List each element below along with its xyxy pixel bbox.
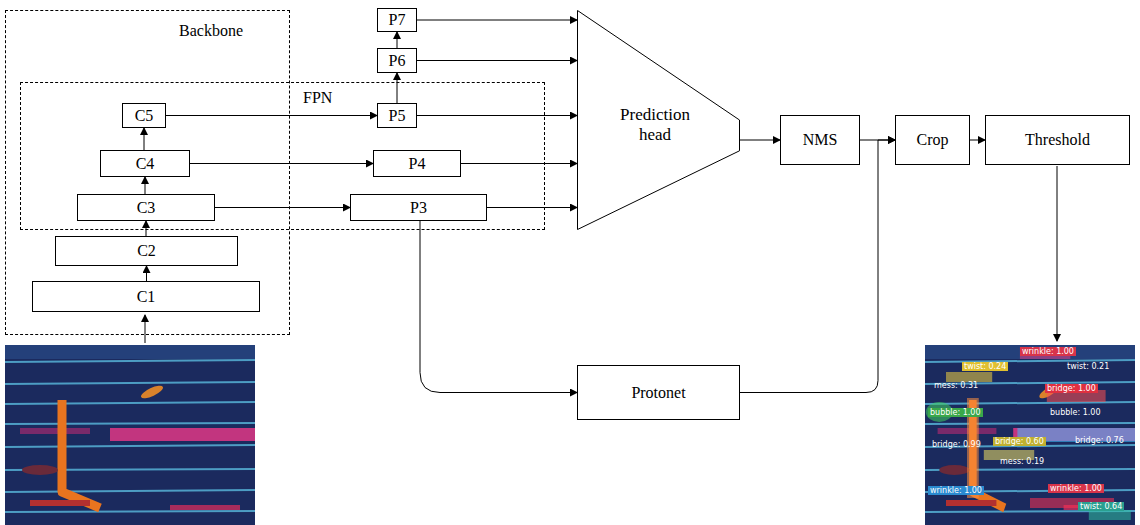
group-label: Backbone (179, 21, 243, 40)
input-image (5, 345, 255, 525)
output-image (925, 345, 1135, 525)
detection-tag: twist: 0.21 (1065, 362, 1111, 371)
detection-tag: wrinkle: 1.00 (1020, 347, 1076, 356)
output-arrow (1057, 166, 1058, 341)
connector-arrow (740, 140, 780, 141)
feature-box: C3 (77, 194, 215, 221)
box-label: C4 (136, 154, 155, 173)
instance-masks (926, 347, 1135, 520)
box-label: Threshold (1025, 130, 1090, 149)
box-label: Crop (917, 130, 949, 149)
box-label: C5 (135, 106, 154, 125)
detection-tag: bridge: 0.76 (1073, 436, 1126, 445)
prediction-head: Prediction head (577, 10, 740, 230)
trapezoid-shape (578, 11, 740, 230)
box-label: C1 (137, 287, 156, 306)
connector-arrow (146, 221, 147, 236)
box-label: P4 (409, 154, 426, 173)
feature-box: C1 (32, 281, 260, 312)
connector-arrow (417, 60, 577, 61)
detection-tag: bridge: 0.60 (993, 437, 1046, 446)
detection-tag: bridge: 0.99 (930, 440, 983, 449)
group-label: FPN (303, 88, 332, 107)
box-label: P6 (389, 51, 406, 70)
connector-arrow (144, 128, 145, 150)
detection-tag: twist: 0.24 (962, 362, 1008, 371)
connector-arrow (146, 266, 147, 281)
connector-arrow (417, 20, 577, 21)
detection-tag: mess: 0.31 (932, 381, 980, 390)
connector-arrow (740, 140, 895, 393)
detection-tag: mess: 0.19 (998, 457, 1046, 466)
pyramid-box: P4 (373, 150, 461, 177)
connector-arrow (190, 163, 373, 164)
connector-arrow (970, 140, 985, 141)
detection-tag: twist: 0.64 (1078, 502, 1124, 511)
connector-arrow (420, 221, 577, 393)
pyramid-box: P3 (350, 194, 487, 221)
pyramid-box: P5 (377, 103, 417, 128)
box-label: Protonet (631, 383, 685, 402)
connector-arrow (215, 207, 350, 208)
box-label: NMS (803, 130, 838, 149)
detection-tag: wrinkle: 1.00 (1048, 484, 1104, 493)
process-box: Protonet (577, 365, 740, 420)
head-label: Prediction head (609, 105, 701, 146)
feature-box: C4 (100, 150, 190, 177)
input-scene (5, 345, 255, 525)
box-label: C3 (137, 198, 156, 217)
connector-arrow (461, 163, 577, 164)
connector-arrow (487, 207, 577, 208)
feature-box: C2 (55, 236, 238, 266)
feature-box: C5 (122, 103, 166, 128)
fpn-group: FPN P5P4P3 (20, 82, 545, 230)
connector-arrow (166, 115, 377, 116)
connector-arrow (417, 115, 577, 116)
backbone-group: BackboneC5C4C3C2C1 (5, 10, 290, 335)
pyramid-box: P6 (377, 48, 417, 73)
process-box: NMS (780, 115, 860, 165)
detection-tag: bubble: 1.00 (1048, 408, 1103, 417)
box-label: C2 (137, 241, 156, 260)
connector-arrow (145, 177, 146, 194)
box-label: P7 (389, 10, 406, 29)
box-label: P5 (389, 106, 406, 125)
detection-tag: wrinkle: 1.00 (928, 486, 984, 495)
box-label: P3 (410, 198, 427, 217)
output-scene (925, 345, 1135, 525)
connector-arrow (397, 32, 398, 48)
process-box: Threshold (985, 115, 1130, 165)
connector-arrow (397, 73, 398, 103)
detection-tag: bubble: 1.00 (928, 408, 983, 417)
pyramid-box: P7 (377, 8, 417, 32)
input-arrow (145, 315, 146, 343)
detection-tag: bridge: 1.00 (1045, 384, 1098, 393)
process-box: Crop (895, 115, 970, 165)
